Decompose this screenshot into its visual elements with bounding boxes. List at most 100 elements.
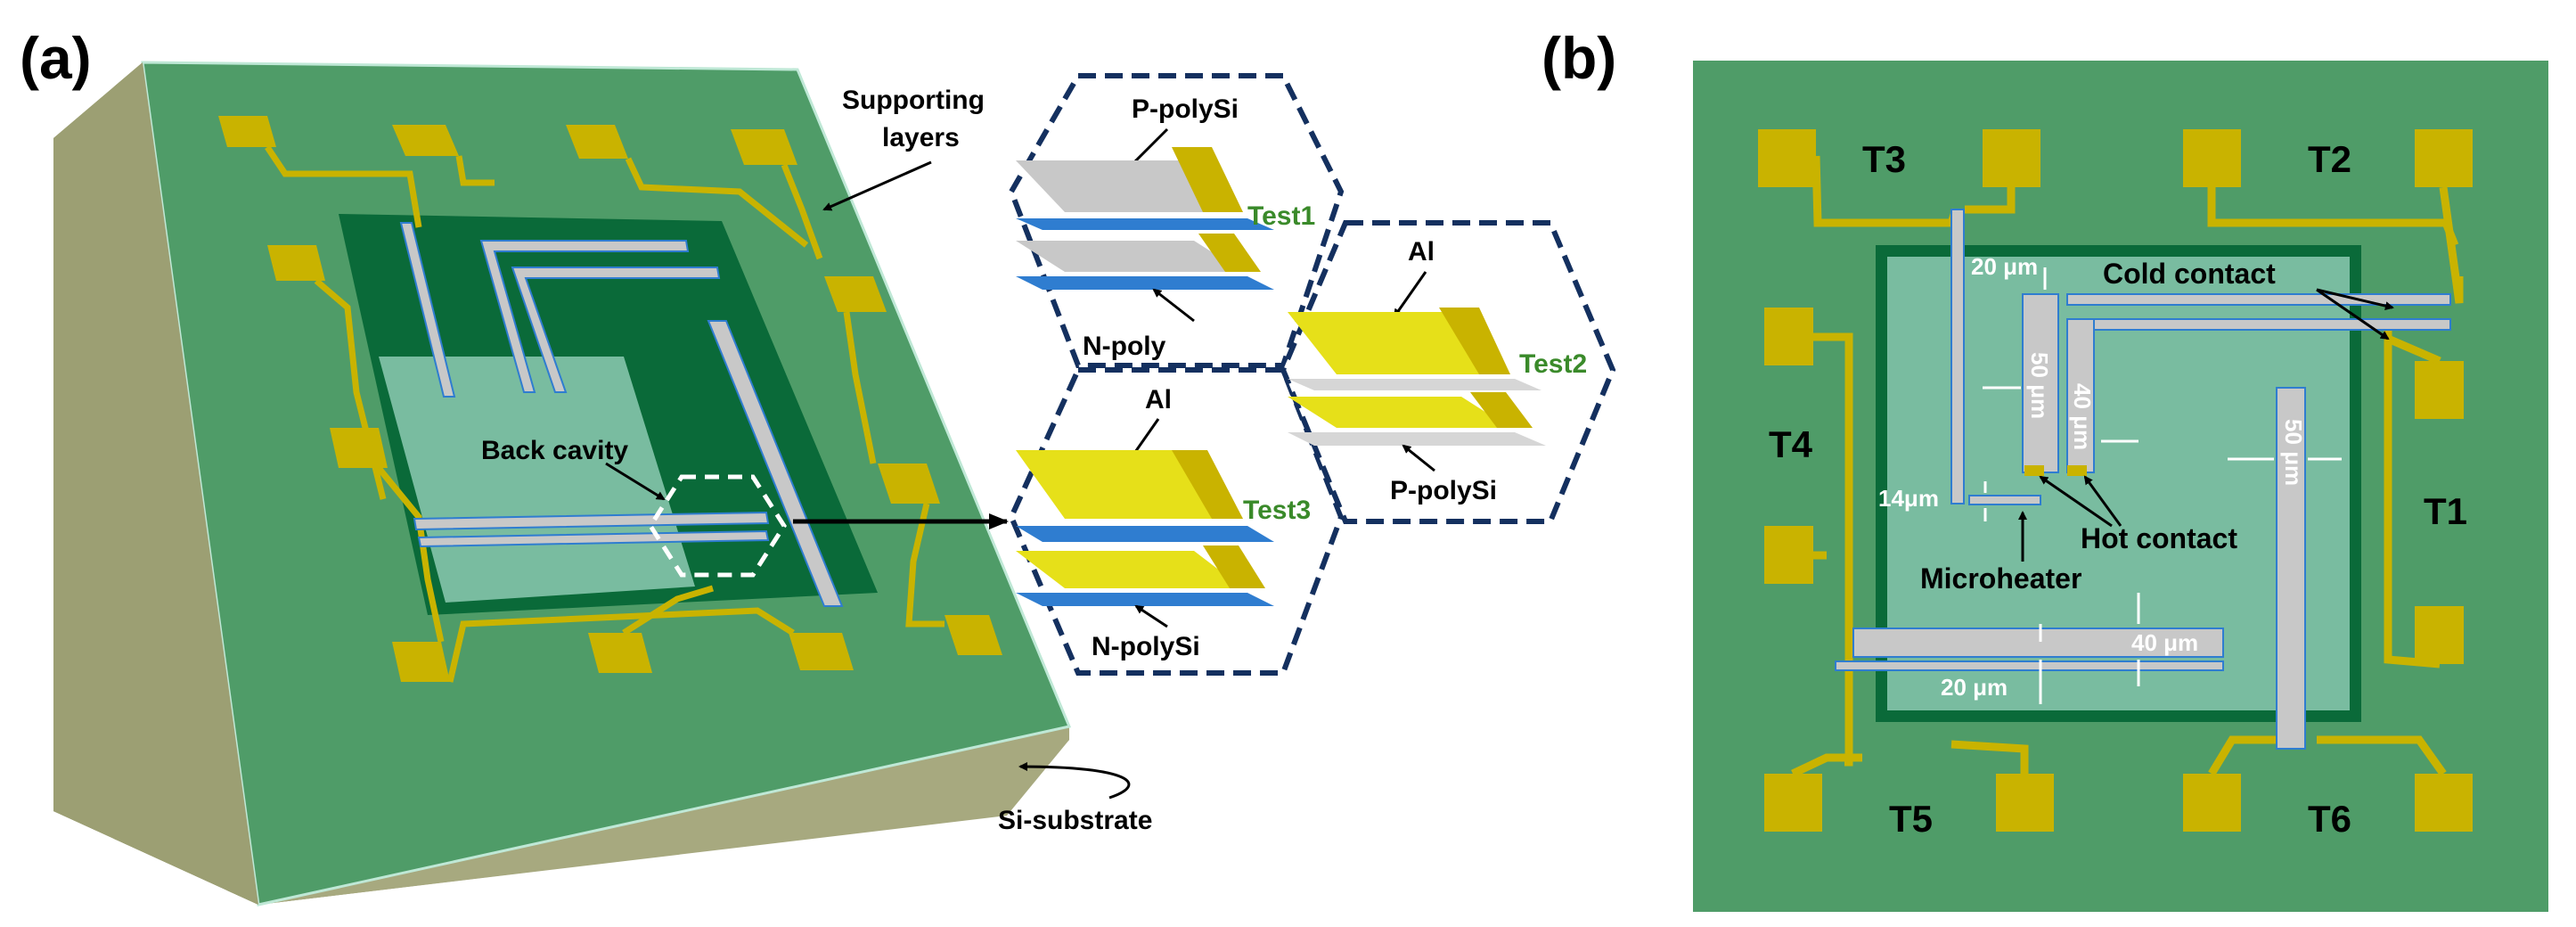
supporting-layers-label-line2: layers bbox=[882, 123, 960, 152]
terminal-t3: T3 bbox=[1862, 138, 1906, 180]
test2-layer-silver-2 bbox=[1288, 432, 1546, 446]
hot-contact-arrow-1 bbox=[2039, 475, 2113, 528]
pad-t5-left bbox=[1764, 774, 1822, 832]
pad-t1-bottom bbox=[2415, 606, 2464, 664]
test1-layer-blue-2 bbox=[1016, 276, 1274, 290]
microheater bbox=[1968, 495, 2041, 505]
pad-t6-right bbox=[2415, 774, 2473, 832]
terminal-t2: T2 bbox=[2308, 138, 2351, 180]
cold-contact-label: Cold contact bbox=[2103, 258, 2276, 290]
pad bbox=[945, 615, 1002, 655]
right-vertical-beam bbox=[2276, 387, 2306, 750]
microheater-label: Microheater bbox=[1920, 562, 2081, 595]
hexagon-test2: Al Test2 P-polySi bbox=[1280, 220, 1616, 524]
left-face-shade bbox=[53, 62, 258, 905]
dimension-ticks bbox=[1983, 267, 2342, 704]
back-cavity-label: Back cavity bbox=[481, 436, 628, 465]
back-cavity-pointer bbox=[605, 462, 666, 501]
test2-bottom-label: P-polySi bbox=[1390, 476, 1497, 505]
pad bbox=[330, 428, 388, 468]
beam bbox=[511, 267, 721, 393]
dimension-labels: 20 μm 50 μm 40 μm 50 μm 14μm 40 μm 20 μm bbox=[1878, 253, 2307, 701]
dim-40um-mid: 40 μm bbox=[2069, 383, 2096, 450]
thermocouples-b bbox=[1835, 209, 2451, 750]
dim-50um-left: 50 μm bbox=[2026, 352, 2053, 419]
highlight-hexagon bbox=[648, 474, 787, 578]
panel-b: (b) bbox=[1542, 25, 2548, 912]
hot-contact-arrow-2 bbox=[2083, 475, 2122, 527]
thermopile-beams bbox=[399, 222, 844, 607]
test3-layer-blue-2 bbox=[1016, 593, 1274, 606]
hot-contact-label: Hot contact bbox=[2081, 522, 2237, 554]
pad bbox=[218, 116, 276, 147]
pad bbox=[588, 633, 652, 673]
test3-name: Test3 bbox=[1243, 496, 1311, 525]
beam bbox=[479, 240, 690, 393]
test1-top-label: P-polySi bbox=[1132, 94, 1239, 124]
pad-t6-left bbox=[2183, 774, 2241, 832]
dim-50um-right: 50 μm bbox=[2280, 419, 2307, 486]
top-horizontal-beam-2 bbox=[2084, 318, 2451, 331]
pad-t3-left bbox=[1758, 129, 1816, 187]
si-substrate-pointer bbox=[1018, 762, 1131, 800]
beam bbox=[399, 222, 456, 398]
test1-name: Test1 bbox=[1247, 201, 1315, 231]
terminal-t6: T6 bbox=[2308, 798, 2351, 840]
pad bbox=[731, 129, 797, 165]
cold-contact-arrow-1 bbox=[2316, 288, 2394, 311]
terminal-t5: T5 bbox=[1889, 798, 1933, 840]
si-substrate-label: Si-substrate bbox=[998, 806, 1152, 835]
hot-contact-1 bbox=[2024, 465, 2044, 476]
hexagon-test3: Al Test3 N-polySi bbox=[1008, 367, 1345, 676]
supporting-layers-label-line1: Supporting bbox=[842, 86, 985, 115]
terminal-t4: T4 bbox=[1769, 423, 1813, 465]
beam bbox=[707, 320, 844, 607]
top-horizontal-beam-1 bbox=[2066, 293, 2451, 306]
test2-layer-gold-2 bbox=[1470, 392, 1533, 428]
dim-20um-bottom: 20 μm bbox=[1941, 674, 2008, 701]
test2-name: Test2 bbox=[1519, 349, 1587, 379]
test3-bottom-pointer bbox=[1134, 604, 1168, 628]
bottom-horizontal-beam-2 bbox=[1835, 660, 2224, 671]
hot-contact-2 bbox=[2067, 465, 2087, 476]
test2-bottom-pointer bbox=[1402, 444, 1435, 472]
pad-t2-right bbox=[2415, 129, 2473, 187]
test2-layer-yellow-2 bbox=[1288, 397, 1510, 428]
terminal-t1: T1 bbox=[2424, 490, 2467, 532]
panel-b-label: (b) bbox=[1542, 25, 1616, 91]
pad-t2-left bbox=[2183, 129, 2241, 187]
test1-layer-blue-1 bbox=[1016, 218, 1274, 230]
cold-contact-arrow-2 bbox=[2316, 288, 2390, 340]
pad-t5-right bbox=[1996, 774, 2054, 832]
test2-layer-silver-1 bbox=[1288, 379, 1542, 390]
pad-t1-top bbox=[2415, 361, 2464, 419]
beam bbox=[413, 511, 770, 531]
test3-bottom-label: N-polySi bbox=[1092, 632, 1200, 661]
panel-a: (a) bbox=[20, 25, 1616, 906]
pad-t4-bottom bbox=[1764, 526, 1813, 584]
bottom-horizontal-beam-1 bbox=[1852, 628, 2224, 658]
dim-20um-top: 20 μm bbox=[1971, 253, 2038, 280]
test1-layer-silver-2 bbox=[1016, 241, 1243, 272]
test3-layer-gold-2 bbox=[1203, 546, 1265, 588]
test1-bottom-pointer bbox=[1152, 288, 1195, 323]
terminal-labels: T3 T2 T4 T1 T5 T6 bbox=[1769, 138, 2467, 840]
bond-pads bbox=[1758, 129, 2473, 832]
dim-40um-bottom: 40 μm bbox=[2131, 629, 2198, 656]
left-vertical-beam bbox=[1950, 209, 1965, 505]
pad-t3-right bbox=[1983, 129, 2040, 187]
pad bbox=[566, 125, 628, 159]
test2-top-pointer bbox=[1393, 271, 1427, 318]
test2-top-label: Al bbox=[1408, 237, 1435, 267]
supporting-layers-arrow bbox=[822, 160, 932, 211]
pad bbox=[789, 633, 854, 670]
test3-layer-gold-1 bbox=[1172, 450, 1243, 519]
pad bbox=[392, 125, 459, 156]
dim-14um: 14μm bbox=[1878, 485, 1939, 512]
pad bbox=[878, 464, 940, 504]
test3-layer-blue-1 bbox=[1016, 526, 1274, 542]
test1-bottom-label: N-poly bbox=[1083, 332, 1166, 361]
test1-layer-gold-1 bbox=[1172, 147, 1243, 212]
pad bbox=[824, 276, 887, 312]
